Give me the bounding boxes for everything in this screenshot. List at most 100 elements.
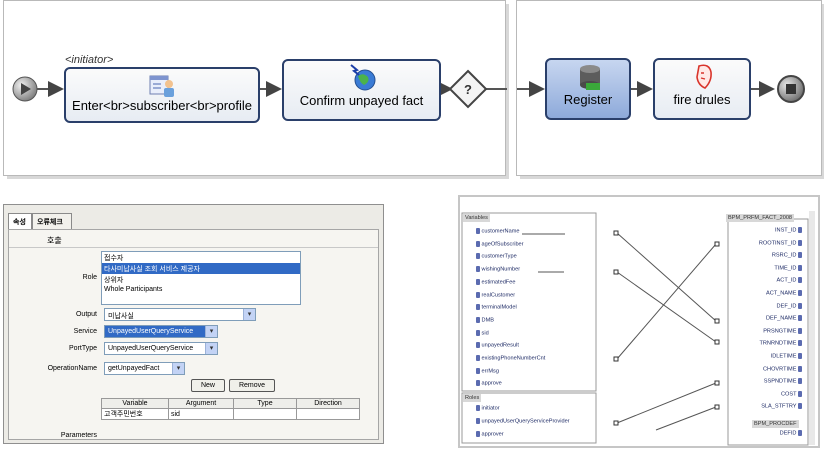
data-mapping-panel: Variables Roles BPM_PRFM_FACT_2008 BPM_P… <box>458 195 820 448</box>
variable-item[interactable]: wishingNumber <box>476 266 521 273</box>
param-variable[interactable]: 고객주민번호 <box>101 408 169 420</box>
tab-properties[interactable]: 속성 <box>8 213 32 229</box>
tab-error-check[interactable]: 오류체크 <box>32 213 72 229</box>
table-field[interactable]: PRSNGTIME <box>763 327 802 334</box>
decision-gateway[interactable]: ? <box>448 69 488 109</box>
new-button[interactable]: New <box>191 379 225 392</box>
initiator-stereotype: <initiator> <box>65 54 114 66</box>
table-field[interactable]: INST_ID <box>775 227 802 233</box>
variable-item[interactable]: customerType <box>476 253 517 260</box>
role-label: Role <box>82 274 97 281</box>
param-argument[interactable]: sid <box>168 408 234 420</box>
role-listbox[interactable]: 접수자 타사미납사실 조회 서비스 제공자 상위자 Whole Particip… <box>101 251 301 305</box>
table-field[interactable]: COST <box>781 390 802 397</box>
role-option-selected[interactable]: 타사미납사실 조회 서비스 제공자 <box>102 263 300 274</box>
variable-item[interactable]: estimatedFee <box>476 278 515 285</box>
table-field[interactable]: TIME_ID <box>774 264 802 271</box>
table-field[interactable]: DEF_ID <box>777 302 802 309</box>
variable-label: DMB <box>480 317 494 324</box>
param-direction[interactable] <box>296 408 360 420</box>
variable-item[interactable]: terminalModel <box>476 304 517 311</box>
variable-label: unpayedResult <box>480 342 519 349</box>
field-label: IDLETIME <box>770 353 798 360</box>
task-fire-drules[interactable]: fire drules <box>653 58 751 120</box>
table-field[interactable]: RSRC_ID <box>772 252 802 259</box>
variable-icon <box>476 329 480 336</box>
column-header: Argument <box>168 398 234 409</box>
end-event[interactable] <box>777 75 805 103</box>
table-field[interactable]: CHOVRTIME <box>762 365 802 373</box>
field-icon <box>798 390 802 397</box>
porttype-select[interactable]: UnpayedUserQueryService ▾ <box>104 342 218 355</box>
table-field[interactable]: ACT_NAME <box>766 290 802 296</box>
variable-item[interactable]: approve <box>476 380 502 387</box>
task-confirm-unpayed-fact[interactable]: Confirm unpayed fact <box>282 59 441 121</box>
parameters-table[interactable]: Variable Argument Type Direction 고객주민번호 … <box>101 398 360 420</box>
table-field[interactable]: SLA_STFTRY <box>761 403 802 410</box>
task-enter-subscriber-profile[interactable]: Enter<br>subscriber<br>profile <box>64 67 260 123</box>
variable-label: customerType <box>480 253 517 260</box>
role-item[interactable]: approver <box>476 431 504 437</box>
field-icon <box>798 264 802 271</box>
output-select[interactable]: 미납사실 ▾ <box>104 308 256 321</box>
field-icon <box>798 327 802 334</box>
role-item[interactable]: unpayedUserQueryServiceProvider <box>476 418 570 424</box>
variable-icon <box>476 266 480 273</box>
table-field[interactable]: DEF_NAME <box>765 315 802 322</box>
field-label: SLA_STFTRY <box>761 403 798 410</box>
variable-item[interactable]: ageOfSubscriber <box>476 240 524 247</box>
variable-label: customerName <box>480 228 520 235</box>
porttype-value: UnpayedUserQueryService <box>108 345 194 352</box>
table-row[interactable]: 고객주민번호 sid <box>101 408 360 420</box>
table-field[interactable]: ROOTINST_ID <box>759 239 802 246</box>
chevron-down-icon[interactable]: ▾ <box>172 363 184 374</box>
field-icon <box>798 365 802 372</box>
variable-item[interactable]: errMsg <box>476 367 499 374</box>
task-register[interactable]: Register <box>545 58 631 120</box>
variable-item[interactable]: existingPhoneNumberCnt <box>476 355 545 361</box>
field-icon <box>798 340 802 347</box>
variable-label: wishingNumber <box>480 266 521 273</box>
variable-icon <box>476 253 480 260</box>
service-value: UnpayedUserQueryService <box>108 328 194 335</box>
variables-header: Variables <box>463 214 490 222</box>
variable-item[interactable]: customerName <box>476 228 519 234</box>
field-label: ACT_ID <box>776 277 798 284</box>
database-icon <box>580 65 600 90</box>
operation-select[interactable]: getUnpayedFact ▾ <box>104 362 185 375</box>
role-label: unpayedUserQueryServiceProvider <box>480 418 570 425</box>
variable-item[interactable]: sid <box>476 329 489 336</box>
variable-icon <box>476 304 480 311</box>
output-label: Output <box>75 311 97 318</box>
param-type[interactable] <box>233 408 297 420</box>
task-label: Register <box>563 92 613 107</box>
role-option[interactable]: 접수자 <box>104 255 124 262</box>
table-field[interactable]: TRNRNDTIME <box>759 340 802 347</box>
variable-item[interactable]: unpayedResult <box>476 342 519 349</box>
role-item[interactable]: initiator <box>476 405 500 411</box>
variable-icon <box>476 355 480 361</box>
process-diagram-left: ? <initiator> Enter<br>subscriber<br>pro… <box>3 0 509 179</box>
table-field[interactable]: ACT_ID <box>776 277 802 284</box>
variable-item[interactable]: DMB <box>476 316 494 324</box>
table-field[interactable]: SSPNDTIME <box>764 378 802 385</box>
service-select[interactable]: UnpayedUserQueryService ▾ <box>104 325 218 338</box>
role-option[interactable]: 상위자 <box>104 277 124 284</box>
remove-button[interactable]: Remove <box>229 379 275 392</box>
field-icon <box>798 239 802 246</box>
chevron-down-icon[interactable]: ▾ <box>243 309 255 320</box>
start-event[interactable] <box>12 76 38 102</box>
chevron-down-icon[interactable]: ▾ <box>205 343 217 354</box>
field-icon <box>798 353 802 359</box>
field-label: DEF_NAME <box>765 315 798 322</box>
table-field[interactable]: DEFID <box>780 430 802 436</box>
variable-icon <box>476 291 480 298</box>
role-option[interactable]: Whole Participants <box>104 286 163 293</box>
table-field[interactable]: IDLETIME <box>771 353 802 359</box>
field-label: CHOVRTIME <box>762 366 798 373</box>
variable-item[interactable]: realCustomer <box>476 291 515 298</box>
chevron-down-icon[interactable]: ▾ <box>205 326 217 337</box>
variable-label: approve <box>480 380 502 387</box>
operation-label: OperationName <box>47 365 97 372</box>
variable-icon <box>476 316 480 323</box>
